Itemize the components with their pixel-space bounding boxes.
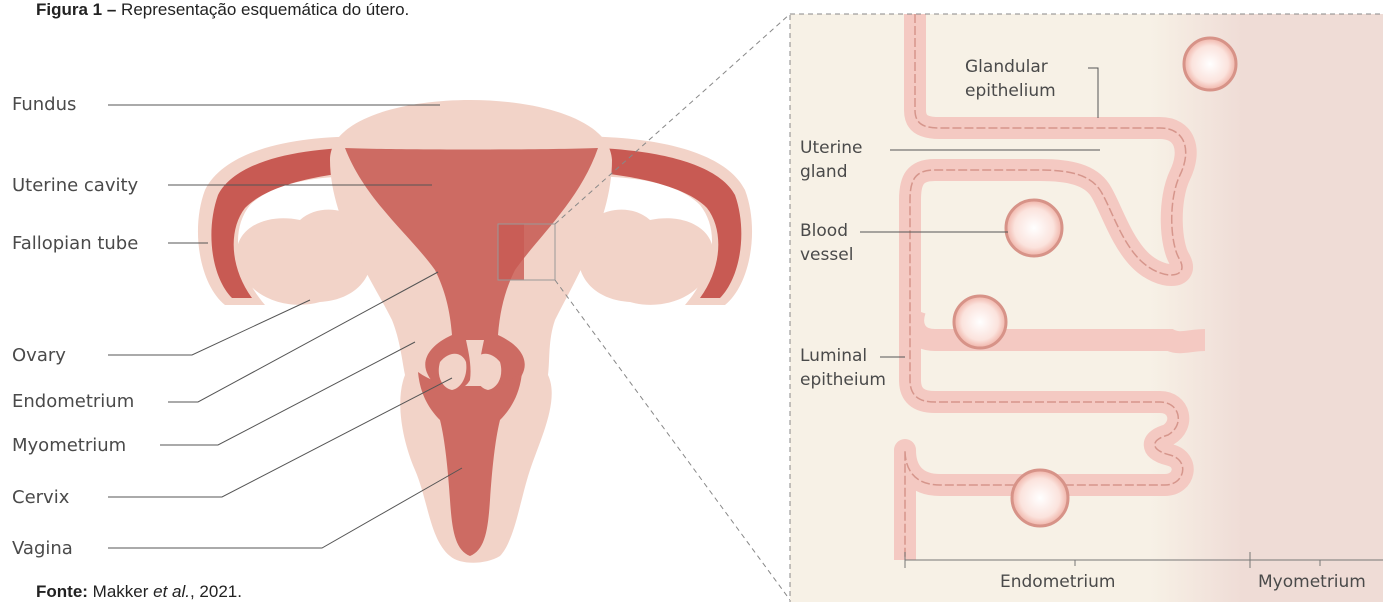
blood-vessel-4 <box>1012 470 1068 526</box>
label-blood-vessel-1: Blood <box>800 221 848 241</box>
source-author: Makker <box>88 582 153 601</box>
uterus-labels: Fundus Uterine cavity Fallopian tube Ova… <box>12 94 139 559</box>
blood-vessel-2 <box>1006 200 1062 256</box>
detail-panel: Glandular epithelium Uterine gland Blood… <box>790 14 1383 602</box>
label-uterine-gland-1: Uterine <box>800 138 863 158</box>
label-cervix: Cervix <box>12 487 70 508</box>
uterus-illustration <box>198 100 752 563</box>
label-fallopian-tube: Fallopian tube <box>12 233 138 254</box>
label-luminal-epithelium-2: epitheium <box>800 370 886 390</box>
label-luminal-epithelium-1: Luminal <box>800 346 867 366</box>
source-year: , 2021. <box>190 582 242 601</box>
label-glandular-epithelium-1: Glandular <box>965 57 1048 77</box>
label-uterine-gland-2: gland <box>800 162 848 182</box>
leader-vagina <box>108 468 462 548</box>
label-detail-endometrium: Endometrium <box>1000 572 1115 592</box>
label-blood-vessel-2: vessel <box>800 245 853 265</box>
source-prefix: Fonte: <box>36 582 88 601</box>
zoom-line-top <box>555 14 790 224</box>
label-myometrium: Myometrium <box>12 435 126 456</box>
label-ovary: Ovary <box>12 345 66 366</box>
label-fundus: Fundus <box>12 94 76 115</box>
label-endometrium: Endometrium <box>12 391 134 412</box>
leader-ovary <box>108 300 310 355</box>
zoom-box-fill <box>498 224 524 280</box>
leader-cervix <box>108 378 452 497</box>
leader-myometrium <box>160 342 415 445</box>
zoom-line-bottom <box>555 280 790 600</box>
label-detail-myometrium: Myometrium <box>1258 572 1366 592</box>
label-vagina: Vagina <box>12 538 73 559</box>
label-glandular-epithelium-2: epithelium <box>965 81 1056 101</box>
blood-vessel-3 <box>954 296 1006 348</box>
label-uterine-cavity: Uterine cavity <box>12 175 139 196</box>
source-caption: Fonte: Makker et al., 2021. <box>36 582 242 602</box>
myometrium-band <box>1150 14 1383 602</box>
blood-vessel-1 <box>1184 38 1236 90</box>
source-etal: et al. <box>153 582 190 601</box>
